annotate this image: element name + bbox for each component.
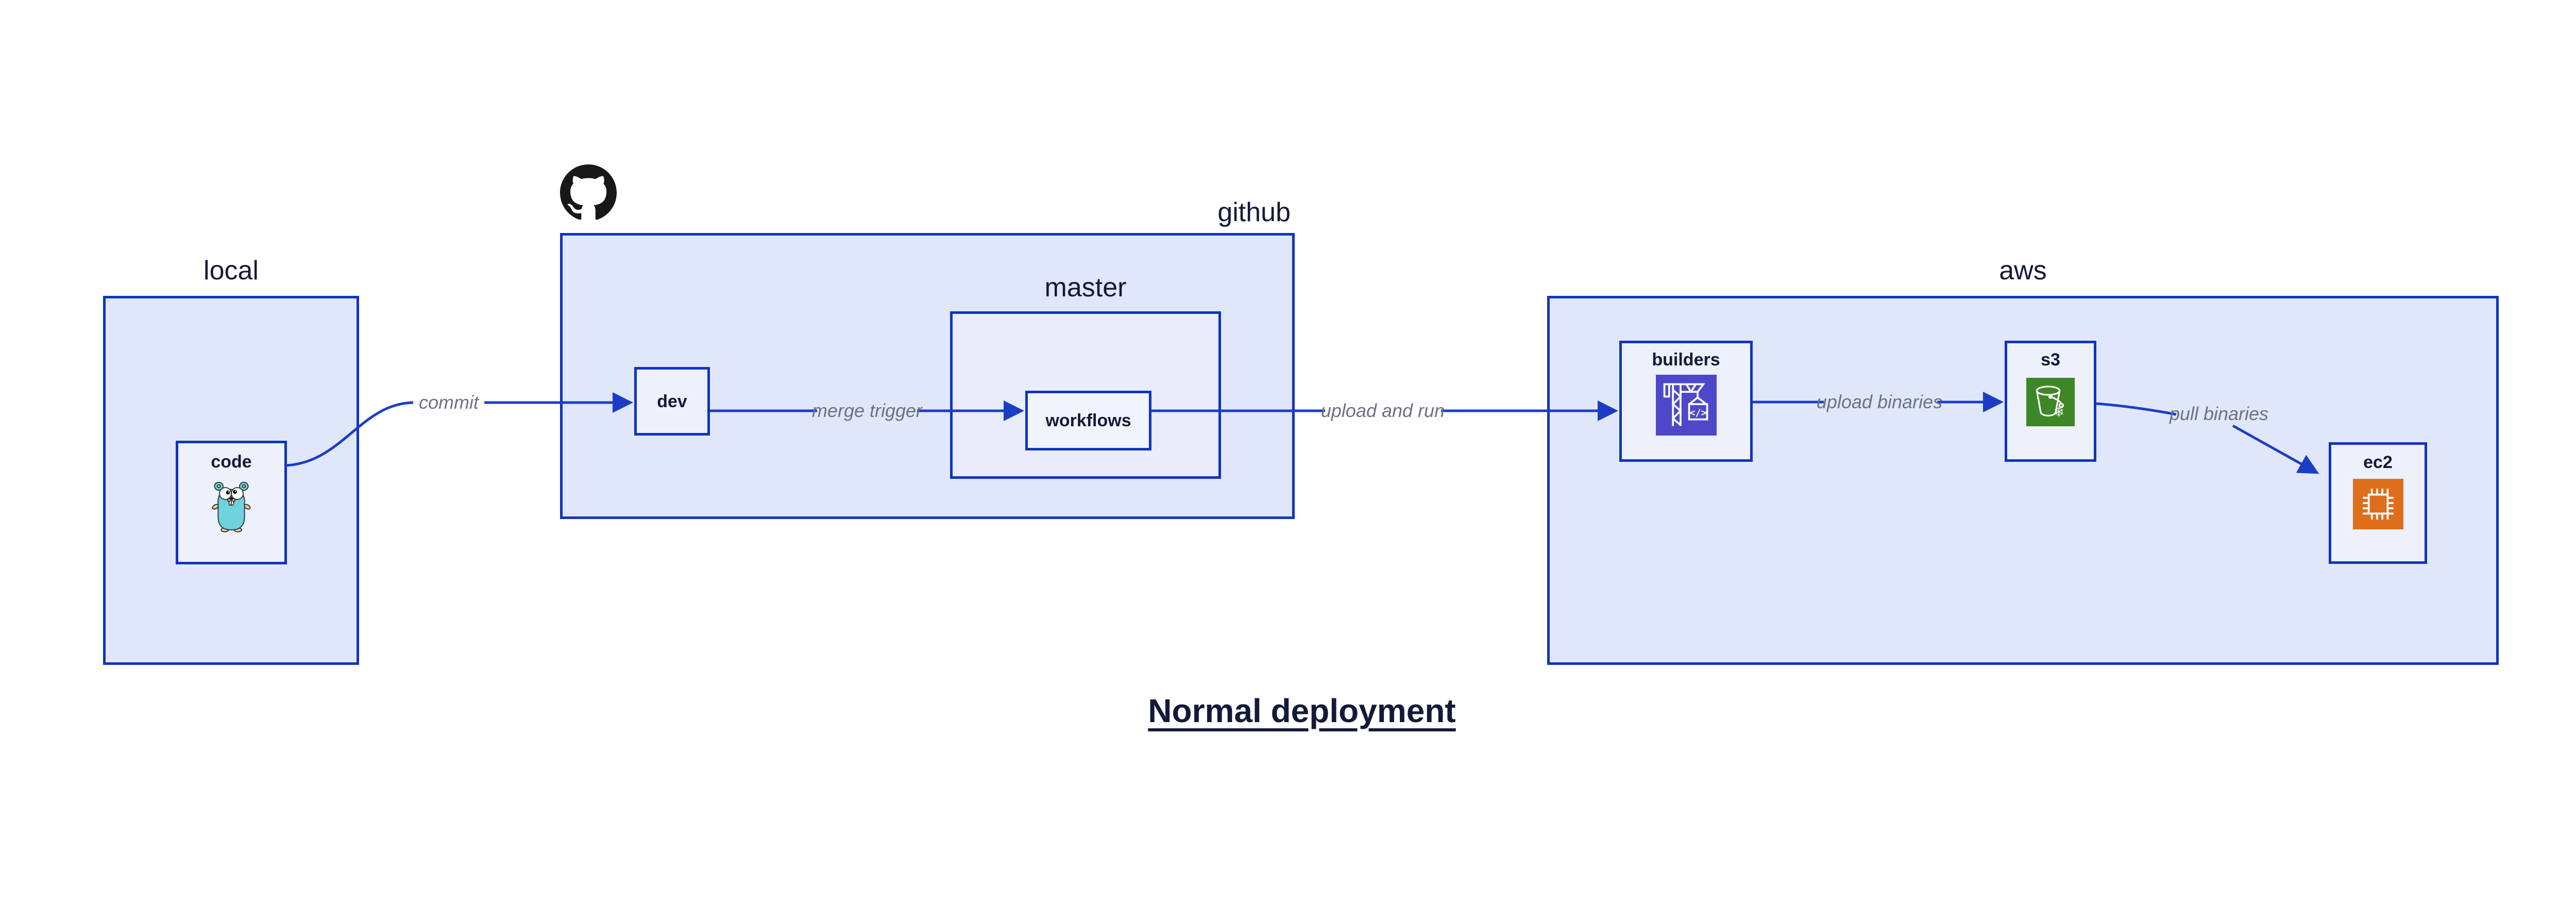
node-dev: dev <box>634 367 710 436</box>
edge-label-pull-binaries: pull binaries <box>2169 403 2269 424</box>
node-s3-label: s3 <box>2041 350 2060 370</box>
node-code-label: code <box>211 452 252 472</box>
node-s3: s3 ❄ <box>2005 341 2096 462</box>
github-container-label: github <box>1217 197 1291 227</box>
edge-label-upload-and-run: upload and run <box>1320 400 1445 421</box>
node-workflows: workflows <box>1025 391 1151 450</box>
diagram-title: Normal deployment <box>1148 692 1456 729</box>
node-builders: builders </> <box>1619 341 1753 462</box>
edge-label-upload-binaries: upload binaries <box>1816 391 1943 412</box>
node-workflows-label: workflows <box>1045 411 1131 430</box>
local-container-label: local <box>204 256 259 286</box>
github-octocat-icon <box>560 164 617 220</box>
s3-snowflake-glyph: ❄ <box>2054 405 2064 420</box>
aws-container-label: aws <box>1999 256 2047 286</box>
ec2-chip-icon <box>2352 479 2403 529</box>
go-gopher-icon <box>212 481 251 532</box>
edge-label-merge-trigger: merge trigger <box>811 400 923 421</box>
codebuild-code-glyph: </> <box>1689 408 1706 419</box>
node-ec2-label: ec2 <box>2363 453 2393 472</box>
node-dev-label: dev <box>657 391 687 411</box>
node-ec2: ec2 <box>2329 442 2427 564</box>
s3-glacier-bucket-icon: ❄ <box>2026 378 2075 426</box>
node-builders-label: builders <box>1652 350 1720 370</box>
master-container-label: master <box>1044 273 1127 303</box>
edge-label-commit: commit <box>419 392 479 413</box>
node-code: code <box>176 441 287 564</box>
codebuild-crane-icon: </> <box>1655 375 1717 436</box>
